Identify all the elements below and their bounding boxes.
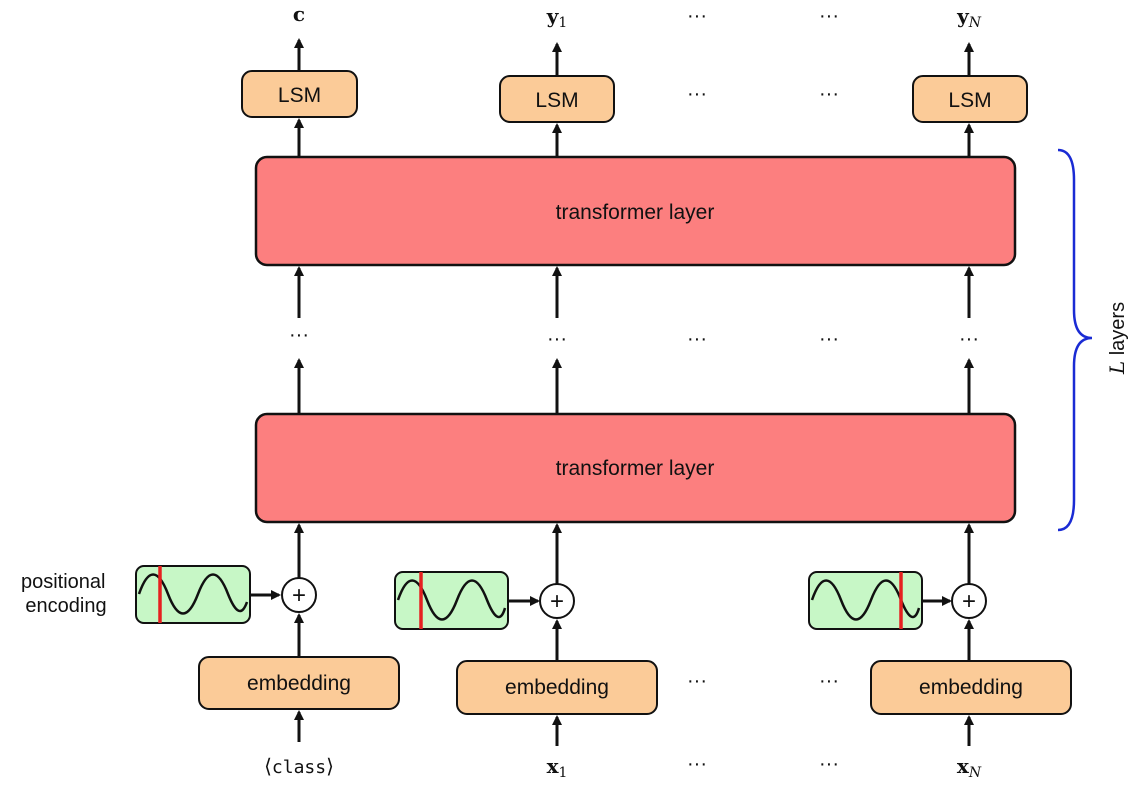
input-ellipsis-1: ··· (687, 753, 707, 775)
layers-label-variable: L (1105, 361, 1129, 375)
transformer-layer-top-label: transformer layer (556, 201, 715, 224)
input-xN-subscript: N (968, 765, 982, 781)
plus-icon: + (962, 588, 976, 615)
sine-wave-icon (396, 579, 507, 621)
transformer-layer-top: transformer layer (254, 155, 1017, 267)
mid-ellipsis-N: ··· (959, 328, 979, 350)
lsm-box-N-label: LSM (948, 89, 991, 112)
output-y1-subscript: 1 (558, 15, 567, 31)
mid-ellipsis-1: ··· (547, 328, 567, 350)
input-label-xN: xN (957, 754, 982, 781)
plus-node-N: + (951, 583, 987, 619)
input-xN-base: x (957, 754, 970, 778)
transformer-layer-bottom: transformer layer (254, 412, 1017, 524)
output-label-y1: y1 (546, 4, 568, 31)
layers-label: L layers (1105, 302, 1129, 375)
lsm-box-1: LSM (499, 75, 615, 123)
class-token-text: class (272, 757, 326, 778)
mid-ellipsis-2: ··· (687, 328, 707, 350)
embedding-box-N-label: embedding (919, 676, 1023, 699)
embedding-box-N: embedding (870, 660, 1072, 715)
lsm-box-class: LSM (241, 70, 358, 118)
positional-encoding-label: positional encoding (21, 571, 111, 617)
lsm-ellipsis-1: ··· (687, 83, 707, 105)
embedding-ellipsis-1: ··· (687, 670, 707, 692)
layers-brace (1057, 148, 1093, 532)
output-ellipsis-2: ··· (819, 5, 839, 27)
input-label-class-token: ⟨class⟩ (264, 754, 334, 778)
transformer-layer-bottom-label: transformer layer (556, 457, 715, 480)
input-x1-base: x (547, 754, 560, 778)
class-close-bracket: ⟩ (326, 754, 334, 778)
posenc-box-1 (394, 571, 509, 630)
embedding-box-1-label: embedding (505, 676, 609, 699)
plus-node-1: + (539, 583, 575, 619)
input-ellipsis-2: ··· (819, 753, 839, 775)
output-label-yN: yN (956, 4, 982, 31)
output-yN-base: y (956, 4, 970, 28)
output-label-c: c (293, 2, 305, 26)
plus-icon: + (292, 582, 306, 609)
positional-encoding-line1: positional (21, 571, 106, 593)
lsm-box-1-label: LSM (535, 89, 578, 112)
mid-ellipsis-3: ··· (819, 328, 839, 350)
output-y1-base: y (546, 4, 560, 28)
posenc-box-N (808, 571, 923, 630)
output-yN-subscript: N (968, 15, 982, 31)
plus-icon: + (550, 588, 564, 615)
output-ellipsis-1: ··· (687, 5, 707, 27)
lsm-box-N: LSM (912, 75, 1028, 123)
plus-node-class: + (281, 577, 317, 613)
embedding-box-class: embedding (198, 656, 400, 710)
embedding-ellipsis-2: ··· (819, 670, 839, 692)
posenc-box-class (135, 565, 251, 624)
embedding-box-1: embedding (456, 660, 658, 715)
input-x1-subscript: 1 (559, 765, 568, 781)
layers-label-word: layers (1107, 302, 1129, 361)
positional-encoding-line2: encoding (25, 595, 106, 617)
embedding-box-class-label: embedding (247, 672, 351, 695)
lsm-box-class-label: LSM (278, 84, 321, 107)
input-label-x1: x1 (547, 754, 568, 781)
mid-ellipsis-class: ··· (289, 324, 309, 346)
lsm-ellipsis-2: ··· (819, 83, 839, 105)
class-open-bracket: ⟨ (264, 754, 272, 778)
sine-wave-icon (810, 579, 921, 621)
